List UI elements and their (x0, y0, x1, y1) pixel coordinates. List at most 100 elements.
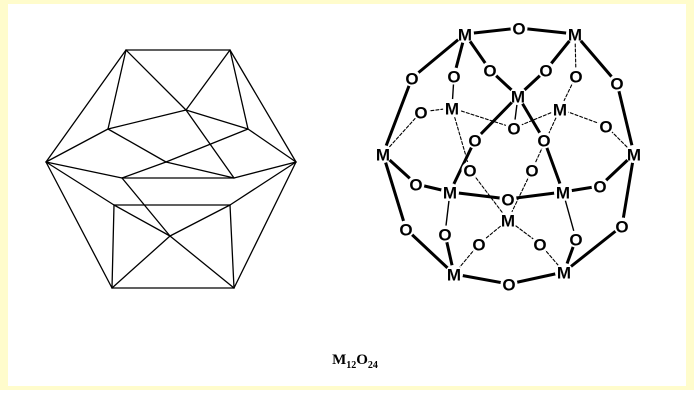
cubocta-edge (107, 49, 127, 130)
atom-background (551, 100, 569, 118)
oxygen-atom: O (481, 61, 499, 81)
atom-background (510, 19, 528, 37)
oxygen-atom: O (608, 74, 626, 94)
atom-background (407, 175, 425, 193)
cubocta-edge (45, 128, 109, 163)
cluster-bond (404, 227, 456, 276)
metal-atom: M (554, 183, 572, 203)
metal-atom: M (625, 145, 643, 165)
atom-background (470, 235, 488, 253)
oxygen-label: O (502, 276, 515, 295)
oxygen-atom: O (466, 131, 484, 151)
atom-background (554, 183, 572, 201)
oxygen-atom: O (412, 103, 430, 123)
oxygen-atom: O (535, 131, 553, 151)
metal-label: M (458, 26, 472, 45)
oxygen-label: O (525, 162, 538, 181)
cluster-bond (451, 107, 515, 129)
atom-background (537, 61, 555, 79)
cubocta-edge (229, 161, 297, 206)
atom-background (555, 263, 573, 281)
cubocta-edge (107, 128, 167, 163)
metal-label: M (511, 88, 525, 107)
cluster-bonds (381, 26, 636, 286)
oxygen-label: O (483, 62, 496, 81)
atom-background (443, 99, 461, 117)
atom-background (456, 25, 474, 43)
cubocta-edge (165, 161, 235, 179)
atom-background (397, 220, 415, 238)
cluster-bond (381, 152, 408, 231)
atom-background (445, 265, 463, 283)
metal-atom: M (456, 25, 474, 45)
atom-background (461, 161, 479, 179)
oxygen-label: O (405, 70, 418, 89)
metal-label: M (443, 184, 457, 203)
cluster-bond (531, 108, 561, 171)
atom-background (500, 275, 518, 293)
cluster-bond (382, 111, 422, 155)
atom-background (597, 117, 615, 135)
oxygen-atom: O (531, 235, 549, 255)
atom-background (412, 103, 430, 121)
atom-background (535, 131, 553, 149)
oxygen-label: O (472, 236, 485, 255)
metal-label: M (501, 212, 515, 231)
metal-label: M (568, 26, 582, 45)
oxygen-label: O (593, 178, 606, 197)
atom-background (466, 131, 484, 149)
formula-element-m: M (332, 352, 347, 368)
cluster-bond (452, 272, 511, 286)
cubocta-edge (111, 204, 115, 289)
metal-atom: M (499, 211, 517, 231)
oxygen-atom: O (436, 225, 454, 245)
oxygen-label: O (501, 191, 514, 210)
oxygen-label: O (463, 162, 476, 181)
cluster-bond (410, 32, 467, 80)
cluster-bond (451, 107, 471, 171)
cubocta-edge (229, 49, 297, 163)
cubocta-edge (165, 128, 249, 163)
oxygen-label: O (539, 62, 552, 81)
oxygen-atom: O (597, 117, 615, 137)
cubocta-edge (233, 161, 297, 179)
metal-label: M (445, 100, 459, 119)
cubocta-edge (107, 109, 187, 130)
oxygen-atom: O (499, 190, 517, 210)
oxygen-atom: O (407, 175, 425, 195)
cubocta-edge (185, 109, 235, 179)
oxygen-atom: O (470, 235, 488, 255)
metal-atom: M (509, 87, 527, 107)
oxygen-atom: O (505, 119, 523, 139)
atom-background (499, 190, 517, 208)
oxygen-atom: O (461, 161, 479, 181)
cluster-bond (620, 152, 636, 228)
metal-atom: M (374, 145, 392, 165)
metal-label: M (447, 266, 461, 285)
atom-background (436, 225, 454, 243)
oxygen-label: O (512, 20, 525, 39)
metal-label: M (557, 264, 571, 283)
metal-atom: M (551, 100, 569, 120)
cubocta-edge (185, 109, 249, 130)
cluster-bond (469, 169, 509, 221)
metal-atom: M (555, 263, 573, 283)
cubocta-edge (233, 161, 297, 289)
cubocta-edge (169, 235, 235, 289)
atom-background (441, 183, 459, 201)
cubocta-edge (111, 235, 171, 289)
cubocta-edge (185, 49, 231, 111)
oxygen-atom: O (537, 61, 555, 81)
atom-background (608, 74, 626, 92)
formula-count-o: 24 (367, 360, 378, 371)
atom-background (374, 145, 392, 163)
oxygen-label: O (447, 68, 460, 87)
cluster-bond (463, 26, 521, 36)
formula-caption: M12O24 (8, 352, 694, 371)
cubocta-edge (121, 161, 167, 179)
oxygen-label: O (569, 231, 582, 250)
